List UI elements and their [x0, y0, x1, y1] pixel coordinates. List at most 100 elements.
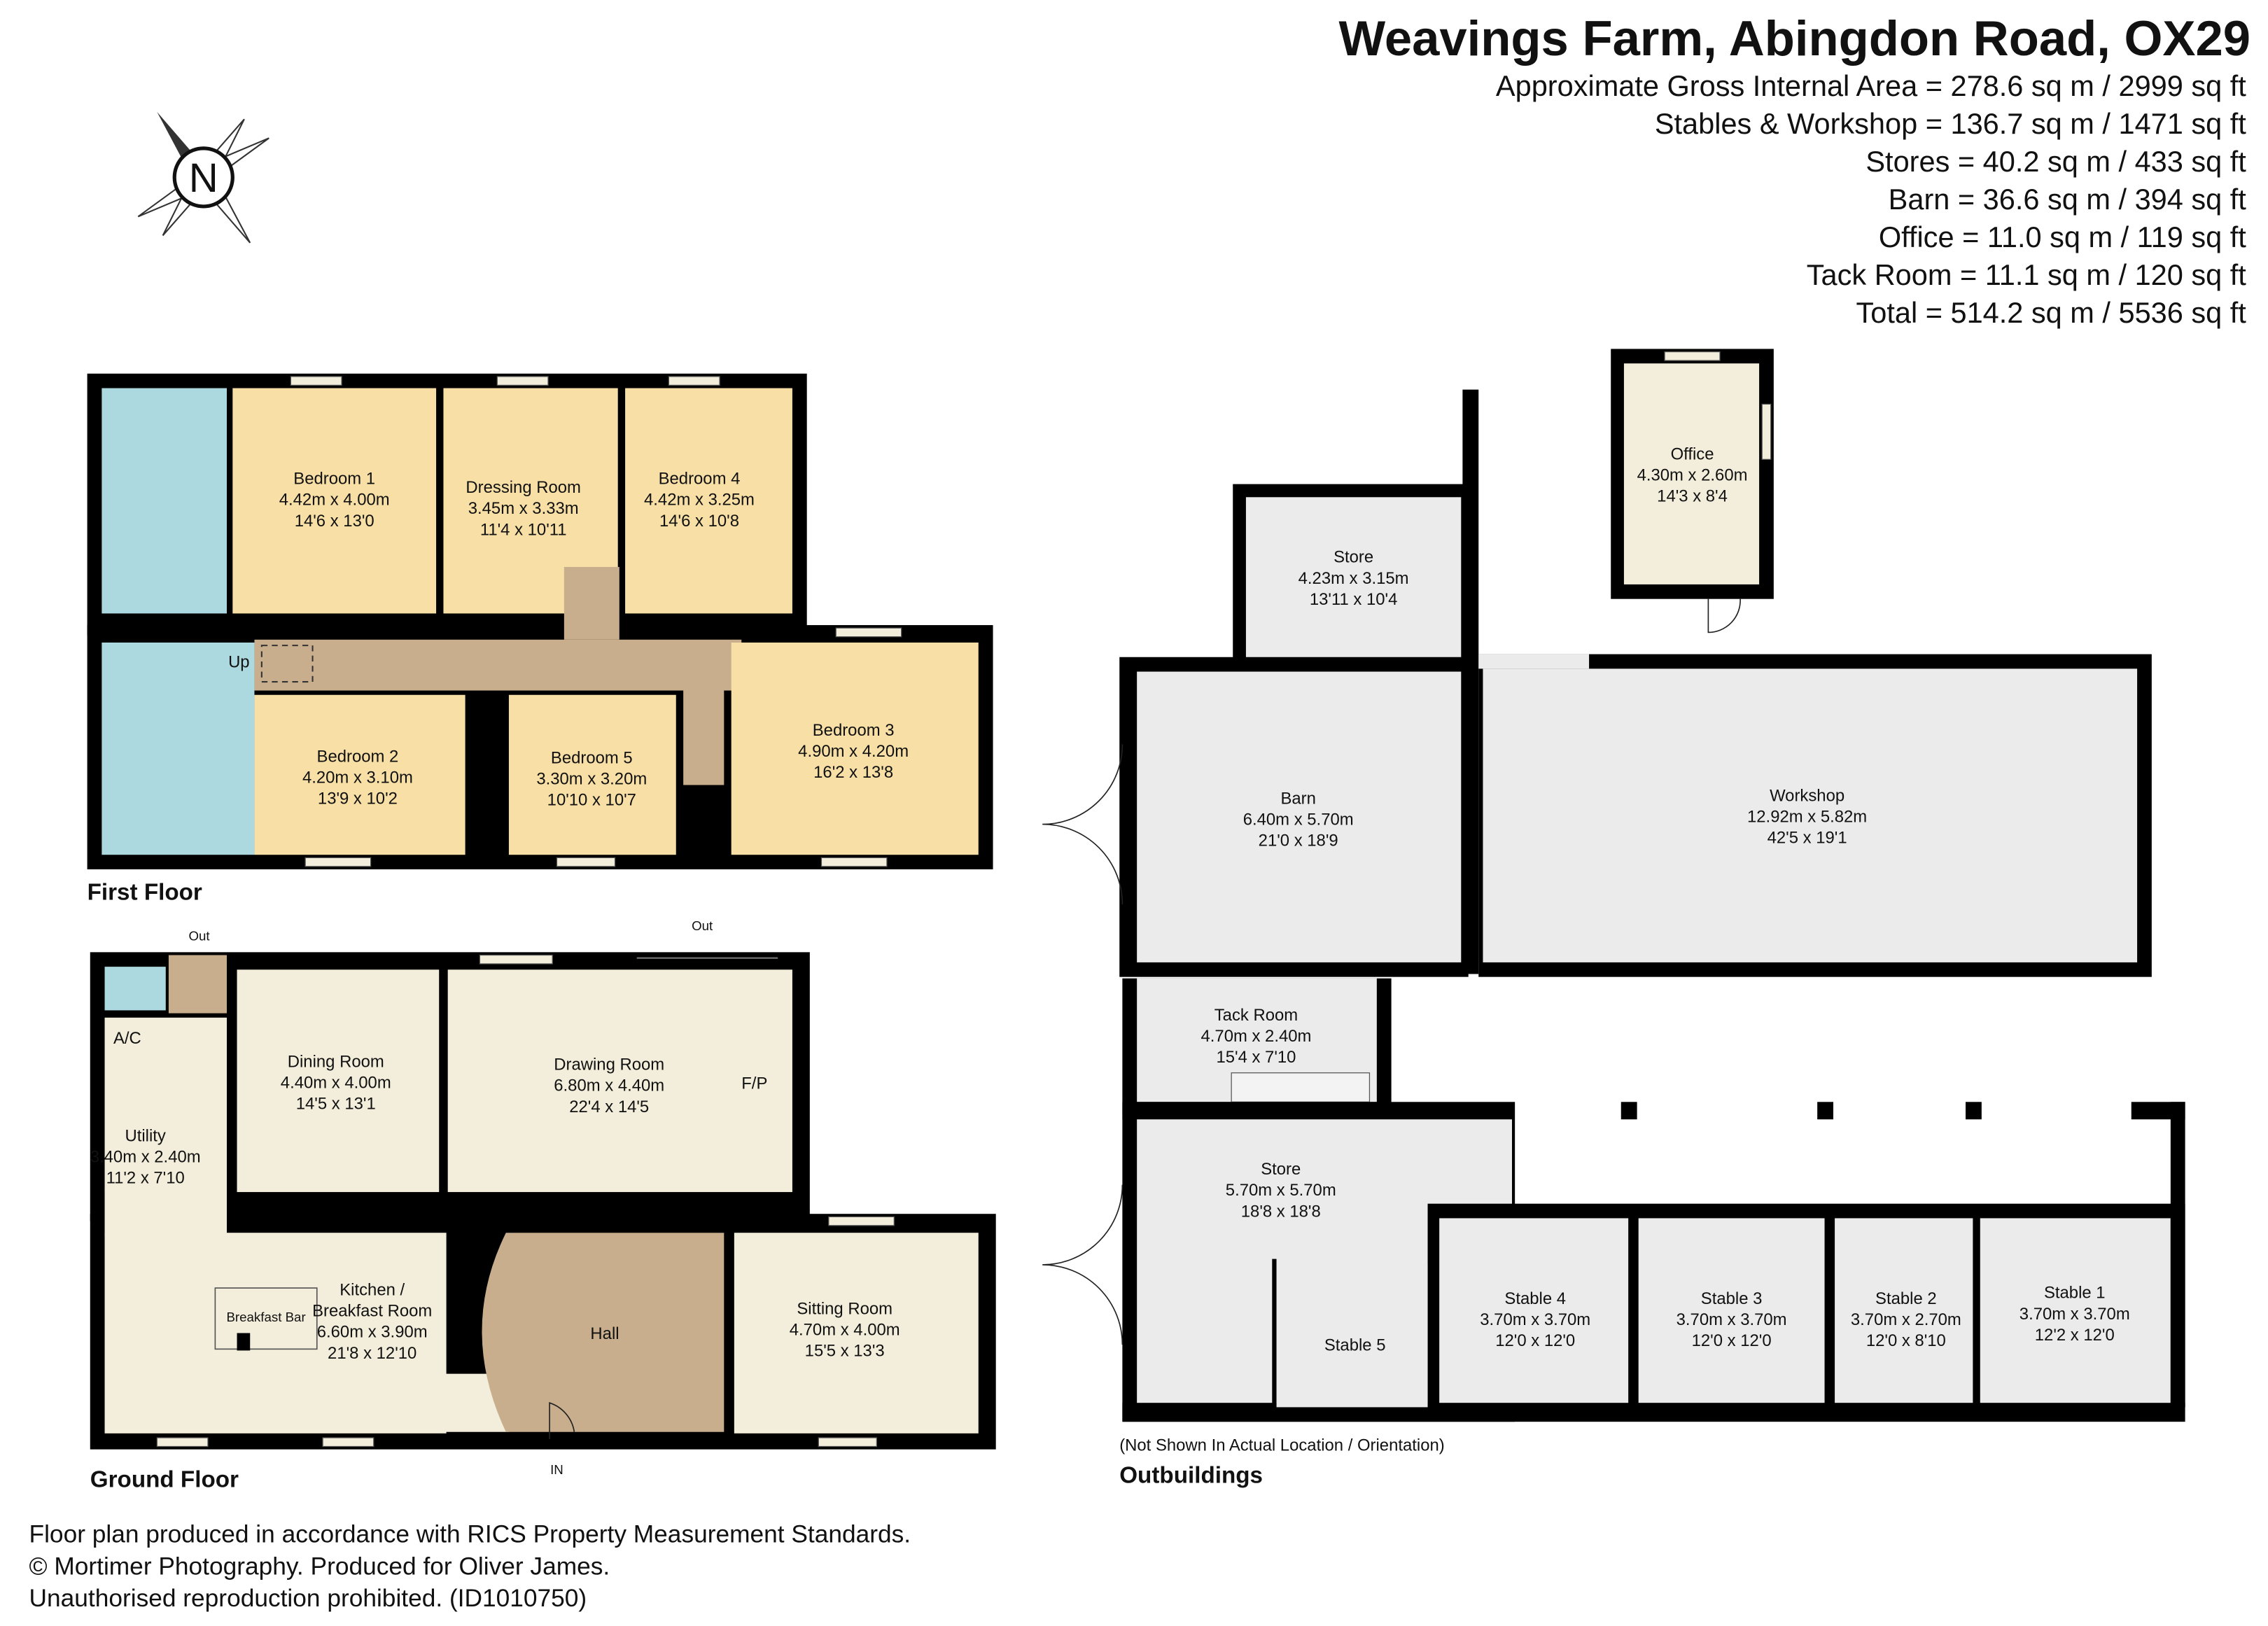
window [556, 857, 616, 867]
footer-line: © Mortimer Photography. Produced for Oli… [29, 1553, 610, 1580]
room-store-imperial: 18'8 x 18'8 [1241, 1202, 1321, 1221]
window [322, 1437, 374, 1448]
area-line: Barn = 36.6 sq m / 394 sq ft [1889, 183, 2247, 216]
room-bedroom-2-name: Bedroom 2 [317, 747, 399, 766]
ac-label: A/C [113, 1029, 141, 1048]
room-workshop-imperial: 42'5 x 19'1 [1768, 829, 1847, 848]
window [835, 627, 902, 638]
bathroom-2 [102, 642, 255, 855]
window [820, 857, 888, 867]
room-kitchen-name: Breakfast Room [312, 1302, 432, 1321]
breakfast-bar [214, 1287, 318, 1350]
area-line: Approximate Gross Internal Area = 278.6 … [1496, 69, 2246, 102]
room-kitchen-name: Kitchen / [340, 1281, 405, 1300]
footer: Floor plan produced in accordance with R… [29, 1521, 911, 1612]
room-office-imperial: 14'3 x 8'4 [1657, 487, 1728, 506]
breakfast-bar-label: Breakfast Bar [226, 1310, 305, 1324]
room-drawing-room-name: Drawing Room [554, 1056, 664, 1074]
area-line: Tack Room = 11.1 sq m / 120 sq ft [1807, 258, 2246, 291]
room-dining-room-imperial: 14'5 x 13'1 [296, 1095, 376, 1114]
room-stable-3-name: Stable 3 [1701, 1289, 1763, 1308]
room-bedroom-4-name: Bedroom 4 [659, 470, 741, 489]
room-sitting-room-name: Sitting Room [797, 1300, 892, 1319]
room-bedroom-3-name: Bedroom 3 [813, 721, 895, 740]
area-line: Stores = 40.2 sq m / 433 sq ft [1865, 145, 2246, 178]
stable-5-area [1276, 1264, 1428, 1408]
window [156, 1437, 209, 1448]
bedroom-3-area [731, 642, 979, 855]
room-office-metric: 4.30m x 2.60m [1637, 465, 1748, 484]
room-stable-3-metric: 3.70m x 3.70m [1676, 1310, 1787, 1329]
room-store-name: Store [1261, 1160, 1301, 1179]
room-stable-1-metric: 3.70m x 3.70m [2019, 1305, 2130, 1324]
bathroom-1 [102, 388, 227, 614]
window [479, 954, 553, 965]
stairs [683, 683, 724, 785]
hall-area [482, 1233, 724, 1432]
window [304, 857, 372, 867]
room-utility-metric: 3.40m x 2.40m [90, 1147, 201, 1166]
room-workshop-name: Workshop [1770, 786, 1844, 805]
window [818, 1437, 878, 1448]
room-bedroom-2-imperial: 13'9 x 10'2 [318, 790, 398, 808]
stable-4-area [1439, 1218, 1629, 1403]
out-label: Out [188, 929, 210, 944]
header: Weavings Farm, Abingdon Road, OX29 Appro… [1339, 10, 2251, 329]
stable-3-area [1638, 1218, 1825, 1403]
out-label: Out [692, 918, 713, 933]
room-store-name: Store [1334, 548, 1373, 567]
kitchen-area [104, 1233, 447, 1434]
room-dressing-room-metric: 3.45m x 3.33m [468, 499, 579, 518]
room-stable-4-name: Stable 4 [1504, 1289, 1566, 1308]
room-stable-1-name: Stable 1 [2044, 1284, 2106, 1303]
bedroom-1-area [232, 388, 437, 614]
first-floor-plan: Up First Floor [87, 373, 993, 906]
office-area [1623, 363, 1760, 584]
room-bedroom-5-name: Bedroom 5 [551, 748, 633, 767]
floor-title: First Floor [88, 880, 202, 906]
room-sitting-room-imperial: 15'5 x 13'3 [805, 1342, 885, 1361]
room-bedroom-1-name: Bedroom 1 [293, 470, 375, 489]
window [290, 376, 342, 386]
room-drawing-room-imperial: 22'4 x 14'5 [569, 1098, 649, 1116]
landing [564, 566, 620, 640]
window [496, 376, 549, 386]
area-total: Total = 514.2 sq m / 5536 sq ft [1856, 296, 2246, 329]
room-office-name: Office [1671, 444, 1714, 463]
store-top-area [1245, 497, 1462, 660]
floor-title: Outbuildings [1119, 1462, 1263, 1488]
footer-line: Unauthorised reproduction prohibited. (I… [29, 1585, 587, 1612]
compass-icon: N [137, 111, 270, 244]
dining-room-area [237, 969, 440, 1193]
room-barn-name: Barn [1280, 790, 1315, 808]
room-workshop-metric: 12.92m x 5.82m [1747, 807, 1867, 826]
room-sitting-room-metric: 4.70m x 4.00m [790, 1321, 900, 1340]
room-stable-1-imperial: 12'2 x 12'0 [2035, 1326, 2115, 1345]
window [828, 1216, 895, 1226]
barn-doors [1042, 744, 1124, 904]
room-tack-room-imperial: 15'4 x 7'10 [1216, 1048, 1296, 1067]
room-dining-room-metric: 4.40m x 4.00m [281, 1074, 391, 1093]
stable-2-area [1835, 1218, 1973, 1403]
room-bedroom-3-imperial: 16'2 x 13'8 [813, 763, 893, 782]
drawing-room-area [447, 969, 792, 1193]
room-bedroom-1-imperial: 14'6 x 13'0 [295, 512, 374, 531]
room-dressing-room-imperial: 11'4 x 10'11 [480, 520, 567, 539]
bedroom-4-area [625, 388, 792, 614]
room-stable-5-name: Stable 5 [1324, 1336, 1386, 1354]
rear-lobby [168, 955, 227, 1014]
room-bedroom-5-imperial: 10'10 x 10'7 [547, 791, 636, 810]
room-stable-4-metric: 3.70m x 3.70m [1480, 1310, 1590, 1329]
room-store-imperial: 13'11 x 10'4 [1310, 590, 1398, 609]
room-stable-3-imperial: 12'0 x 12'0 [1692, 1331, 1772, 1350]
up-label: Up [228, 652, 250, 671]
room-utility-name: Utility [125, 1126, 166, 1145]
workshop-area [1483, 668, 2138, 962]
room-bedroom-3-metric: 4.90m x 4.20m [798, 742, 909, 761]
compass-label: N [189, 155, 218, 201]
area-line: Stables & Workshop = 136.7 sq m / 1471 s… [1655, 107, 2246, 140]
plan-title: Weavings Farm, Abingdon Road, OX29 [1339, 10, 2251, 66]
room-bedroom-5-metric: 3.30m x 3.20m [536, 769, 647, 788]
room-tack-room-name: Tack Room [1214, 1006, 1298, 1025]
